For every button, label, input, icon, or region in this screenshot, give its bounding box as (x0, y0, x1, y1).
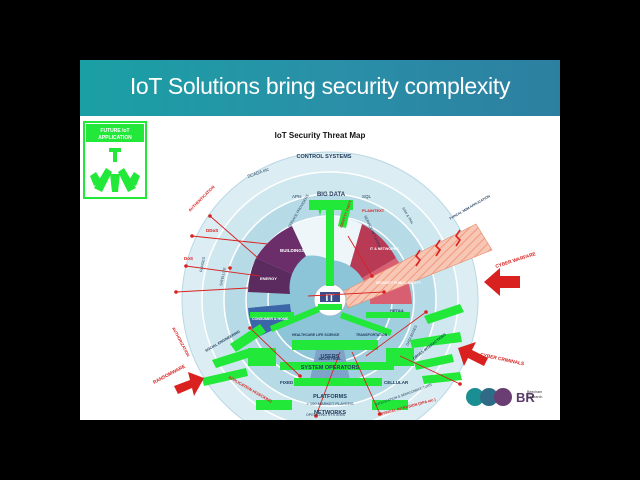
label-system-operators: SYSTEM OPERATORS (301, 365, 360, 371)
green-threat-network (202, 200, 464, 410)
label-operating-systems: OPERATING SYSTEMS (306, 413, 346, 417)
threat-map-diagram: IoT Security Threat Map FUTURE IoT APPLI… (83, 121, 542, 420)
segment-energy (248, 258, 292, 294)
label-fixed: FIXED (280, 380, 294, 385)
threat-plaintext: PLAINTEXT (362, 208, 385, 213)
label-energy: ENERGY (260, 276, 277, 281)
hub-label: IT (326, 293, 335, 304)
threat-ransomware: RANSOMWARE (152, 363, 187, 385)
label-consumer-home: CONSUMER & HOME (252, 317, 289, 321)
segment-service-providers (292, 216, 330, 260)
label-security: SECURITY PUBLIC SAFETY (376, 281, 422, 285)
slide: IoT Solutions bring security complexity … (80, 60, 560, 420)
slide-title: IoT Solutions bring security complexity (129, 73, 511, 99)
label-sql: SQL (362, 194, 372, 199)
label-retail: RETAIL (390, 308, 405, 313)
future-iot-box: FUTURE IoT APPLICATION (83, 121, 147, 199)
logo-line2: Research (527, 395, 542, 399)
label-transportation: TRANSPORTATION (356, 333, 388, 337)
label-networks: NETWORKS (314, 410, 346, 416)
future-app-icon (90, 148, 140, 192)
segment-industrial (310, 340, 350, 383)
label-satellite: SATELLITE (219, 266, 227, 286)
label-cellular: CELLULAR (384, 380, 409, 385)
label-market-players: > 100 MARKET PLAYERS (306, 401, 353, 406)
segment-service-network (330, 216, 362, 266)
label-buildings: BUILDINGS (280, 248, 305, 253)
logo-line1: Beecham (527, 390, 542, 394)
threat-dos: DoS (184, 256, 193, 261)
label-ranges: RANGES (199, 256, 206, 272)
label-apis: APIs (292, 194, 302, 199)
label-industrial: INDUSTRIAL (319, 357, 343, 361)
segment-buildings (256, 226, 306, 274)
label-platforms: PLATFORMS (313, 394, 347, 400)
label-big-data: BIG DATA (317, 192, 346, 198)
diagram-heading: IoT Security Threat Map (275, 131, 366, 140)
future-box-line2: APPLICATION (98, 135, 132, 141)
threat-cyber-warfare: CYBER WARFARE (495, 251, 538, 270)
logo-monogram-icon: BR (516, 390, 535, 405)
beecham-logo: BR Beecham Research (466, 388, 542, 406)
segment-it-networks (350, 224, 396, 278)
label-it-networks: IT & NETWORKS (370, 247, 399, 251)
future-box-line1: FUTURE IoT (100, 128, 129, 134)
red-threat-lines (175, 215, 461, 417)
threat-ddos: DDoS (206, 228, 218, 233)
label-control-systems: CONTROL SYSTEMS (297, 154, 352, 160)
m2m-red-marks (414, 229, 462, 267)
cyber-warfare-arrow (484, 268, 520, 296)
title-bar: IoT Solutions bring security complexity (80, 60, 560, 116)
ransomware-arrow (174, 372, 204, 396)
cyber-criminals-arrow (458, 342, 488, 366)
threat-typical-m2m: TYPICAL M2M APPLICATION (449, 194, 492, 221)
threat-authentication: AUTHENTICATION (187, 184, 216, 213)
label-healthcare: HEALTHCARE LIFE SCIENCE (292, 333, 340, 337)
label-users: USERS (321, 354, 340, 360)
red-threat-dots (174, 214, 462, 418)
